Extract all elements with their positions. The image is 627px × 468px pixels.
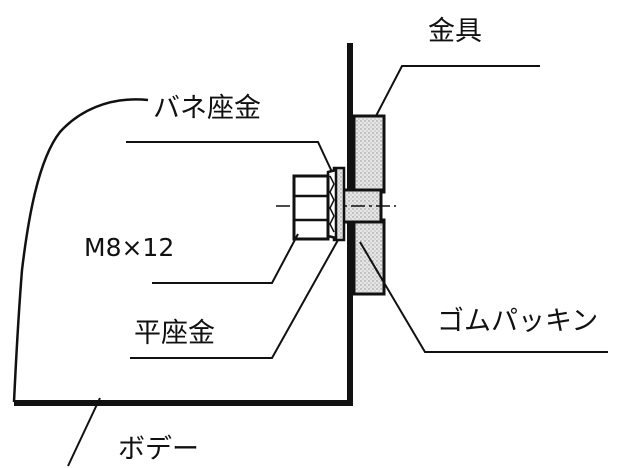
label-body: ボデー [118, 434, 199, 465]
label-spring-washer: バネ座金 [153, 93, 261, 124]
body-panel-curve [12, 98, 149, 403]
label-bolt-spec: M8×12 [84, 233, 174, 262]
bracket-lower [352, 218, 386, 296]
bracket-upper [352, 114, 386, 194]
leader-body [67, 397, 101, 467]
body-panel-outline [14, 43, 353, 406]
label-bracket: 金具 [428, 16, 482, 47]
label-rubber-packing: ゴムパッキン [437, 306, 598, 337]
leader-rubber-packing [359, 241, 608, 353]
leader-bracket [375, 65, 540, 117]
leader-flat-washer [130, 239, 339, 359]
leader-bolt [152, 233, 299, 284]
bolt-head [292, 174, 330, 241]
label-flat-washer: 平座金 [134, 318, 215, 349]
leader-spring-washer [126, 141, 333, 173]
spring-washer-coil [329, 175, 335, 233]
